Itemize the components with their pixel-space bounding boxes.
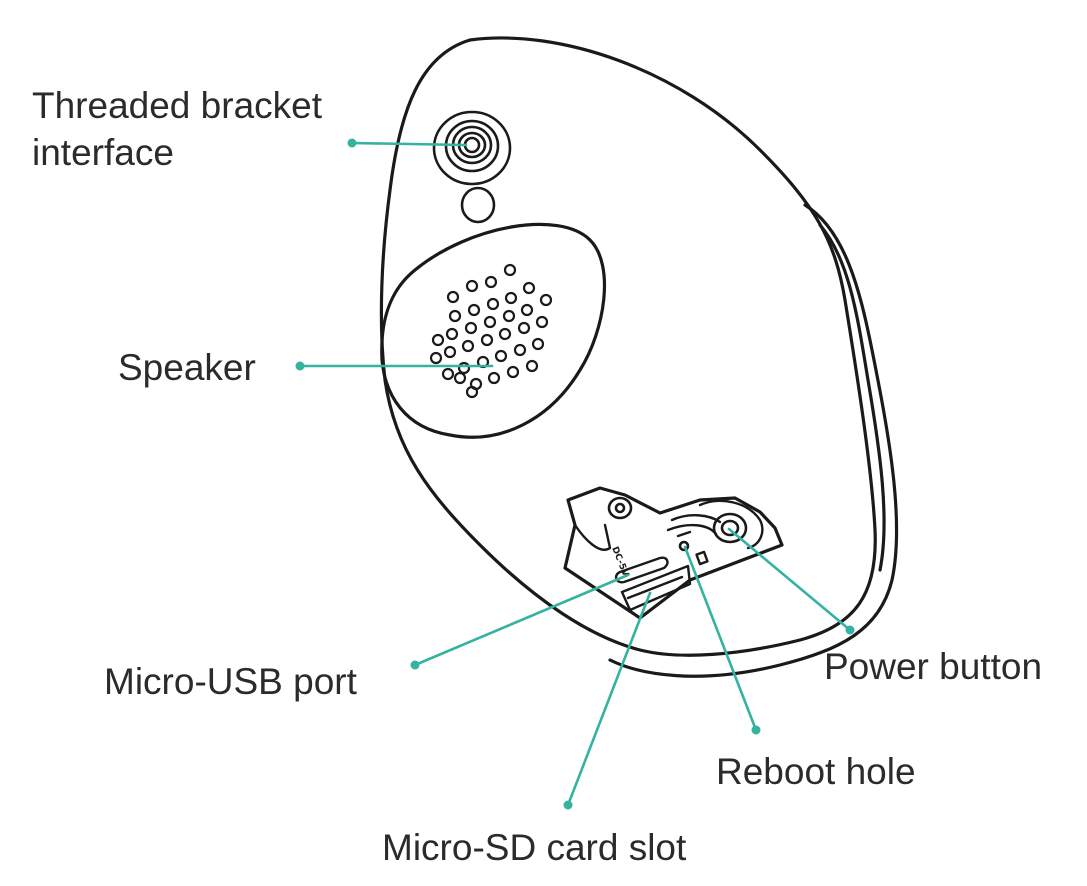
power-button [666, 499, 764, 550]
label-micro-sd: Micro-SD card slot [382, 827, 687, 868]
grille-hole [487, 371, 501, 385]
panel-screw-inner [614, 502, 626, 514]
device-shell-edge [608, 203, 899, 678]
grille-hole [513, 343, 527, 357]
leader-power-button-dot [845, 625, 855, 635]
sensor-hole [460, 186, 496, 224]
leader-micro-sd [566, 591, 652, 807]
reboot-mark [695, 550, 709, 566]
leader-speaker-dot [295, 361, 305, 371]
grille-hole [441, 367, 455, 381]
grille-hole [535, 315, 549, 329]
device-body [379, 36, 877, 657]
threaded-bracket [432, 110, 512, 186]
grille-hole [429, 351, 443, 365]
leader-reboot-hole-dot [751, 725, 761, 735]
device-shell-edge-inner [818, 223, 886, 572]
grille-hole [494, 349, 508, 363]
reboot-pinhole [678, 540, 690, 552]
grille-hole [465, 279, 479, 293]
label-reboot-hole: Reboot hole [716, 751, 916, 792]
grille-hole [465, 385, 479, 399]
port-panel [563, 486, 784, 620]
grille-hole [445, 327, 459, 341]
grille-hole [531, 337, 545, 351]
grille-hole [446, 290, 460, 304]
grille-hole [498, 327, 512, 341]
label-speaker: Speaker [118, 347, 256, 388]
grille-hole [502, 309, 516, 323]
grille-hole [483, 315, 497, 329]
leader-reboot-hole [683, 545, 758, 732]
grille-hole [431, 333, 445, 347]
grille-hole [443, 345, 457, 359]
grille-hole [484, 275, 498, 289]
grille-hole [486, 297, 500, 311]
grille-hole [457, 361, 471, 375]
leader-threaded-bracket [350, 141, 468, 147]
port-panel-lip [573, 523, 612, 551]
grille-hole [506, 365, 520, 379]
grille-hole [525, 359, 539, 373]
reboot-mark-line [676, 530, 692, 538]
micro-usb-slot [614, 556, 669, 584]
leader-power-button [727, 527, 852, 632]
leader-micro-sd-dot [563, 800, 573, 810]
grille-hole [522, 281, 536, 295]
label-power-button: Power button [824, 646, 1043, 687]
micro-sd-slot [620, 564, 692, 612]
leader-threaded-bracket-dot [347, 138, 357, 148]
grille-hole [461, 339, 475, 353]
grille-hole [539, 293, 553, 307]
panel-screw [607, 496, 633, 520]
dc-marking: DC-5V [609, 545, 630, 578]
grille-hole [448, 309, 462, 323]
grille-hole [467, 303, 481, 317]
label-micro-usb: Micro-USB port [104, 661, 357, 702]
grille-hole [464, 321, 478, 335]
grille-hole [480, 333, 494, 347]
speaker-grille [429, 263, 553, 399]
grille-hole [453, 371, 467, 385]
grille-hole [503, 263, 517, 277]
label-threaded-bracket-line2: interface [32, 132, 174, 173]
speaker-panel [380, 222, 607, 439]
label-threaded-bracket-line1: Threaded bracket [32, 85, 323, 126]
leader-micro-usb-dot [410, 660, 420, 670]
leader-lines [295, 138, 855, 810]
grille-hole [520, 303, 534, 317]
grille-hole [517, 321, 531, 335]
micro-sd-slot-inner [626, 575, 684, 600]
grille-hole [504, 291, 518, 305]
leader-micro-usb [413, 573, 630, 667]
